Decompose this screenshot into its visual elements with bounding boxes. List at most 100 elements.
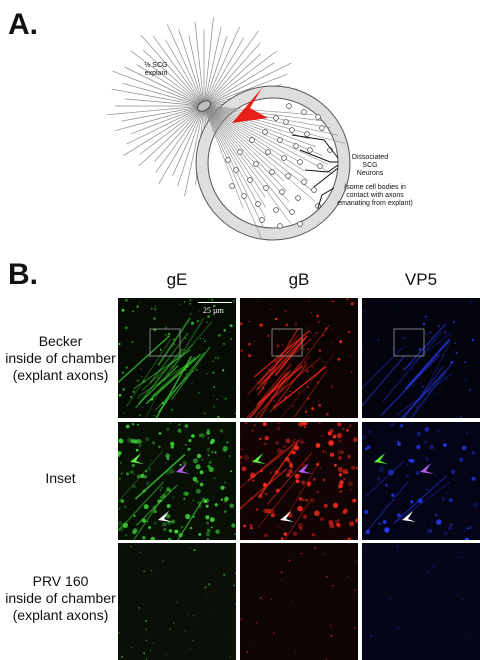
neuron-cell-body [289,127,295,133]
fluorescent-punctum [347,576,349,578]
fluorescent-punctum [132,390,136,393]
fluorescent-axon [248,349,308,392]
fluorescent-punctum [466,432,468,434]
fluorescent-punctum [250,527,253,530]
fluorescent-punctum [150,649,152,651]
fluorescent-punctum [347,330,351,334]
fluorescent-punctum [280,571,283,574]
fluorescent-punctum [324,553,326,555]
micrograph-becker-gb [240,298,358,418]
red-arrow-icon [232,88,268,123]
fluorescent-punctum [161,493,166,499]
fluorescent-punctum [315,331,318,335]
fluorescent-punctum [145,436,150,442]
fluorescent-punctum [304,361,307,365]
chamber-axon [203,105,323,122]
fluorescent-punctum [327,431,332,436]
axon-ray [166,24,205,107]
fluorescent-punctum [124,326,128,330]
fluorescent-punctum [268,376,270,379]
fluorescent-punctum [450,361,453,364]
fluorescent-punctum [471,338,475,342]
micrograph-becker-vp5 [362,298,480,418]
axon-ray [126,105,205,145]
fluorescent-punctum [145,628,147,631]
green-arrowhead-icon [130,453,144,464]
fluorescent-punctum [370,634,373,637]
fluorescent-punctum [165,462,167,464]
micrograph-inset-ge [118,422,236,540]
fluorescent-punctum [154,305,156,308]
fluorescent-punctum [468,388,472,391]
fluorescent-punctum [391,347,393,349]
chamber-axon [203,105,291,213]
fluorescent-punctum [211,298,214,301]
fluorescent-punctum [273,400,275,402]
fluorescent-punctum [263,442,267,446]
fluorescent-punctum [415,470,420,476]
fluorescent-punctum [338,483,343,489]
fluorescent-punctum [355,560,357,562]
neuron-cell-body [241,193,247,199]
fluorescent-punctum [250,472,256,478]
fluorescent-punctum [270,513,275,518]
fluorescent-axon [396,373,453,416]
neuron-cell-body [283,119,289,125]
fluorescent-punctum [339,480,344,485]
fluorescent-punctum [196,320,199,323]
neuron-cell-body [307,147,313,153]
fluorescent-punctum [289,390,291,393]
fluorescent-punctum [165,470,171,475]
neuron-cell-body [315,114,321,120]
fluorescent-punctum [437,324,441,328]
fluorescent-punctum [468,525,473,530]
fluorescent-punctum [269,368,271,371]
fluorescent-punctum [142,379,146,383]
fluorescent-punctum [408,459,412,462]
axon-ray [111,88,205,107]
fluorescent-punctum [118,526,124,532]
fluorescent-punctum [377,338,380,342]
fluorescent-punctum [222,369,225,372]
fluorescent-punctum [413,384,415,387]
purple-arrowhead-icon [420,463,434,474]
fluorescent-axon [403,366,444,418]
fluorescent-punctum [285,373,288,376]
fluorescent-axon [118,335,171,384]
fluorescent-punctum [178,533,183,538]
fluorescent-punctum [210,526,213,529]
fluorescent-punctum [424,426,430,432]
fluorescent-punctum [351,465,356,470]
inset-region-box [393,328,425,357]
fluorescent-punctum [131,341,134,343]
fluorescent-punctum [189,648,191,649]
fluorescent-punctum [183,350,185,351]
fluorescent-punctum [251,429,254,432]
fluorescent-punctum [136,305,139,308]
fluorescent-punctum [384,527,390,533]
fluorescent-punctum [327,530,329,532]
axon-ray [114,105,205,132]
fluorescent-punctum [181,526,183,528]
fluorescent-axon [269,363,307,413]
fluorescent-punctum [459,457,464,463]
fluorescent-punctum [259,331,261,333]
fluorescent-punctum [270,598,273,601]
fluorescent-punctum [412,368,414,371]
fluorescent-punctum [240,517,241,519]
fluorescent-punctum [206,372,208,375]
fluorescent-punctum [241,466,247,472]
fluorescent-punctum [283,532,287,536]
panel-a-diagram [106,17,351,241]
fluorescent-punctum [121,371,125,375]
fluorescent-punctum [276,488,280,493]
fluorescent-punctum [189,526,193,530]
fluorescent-punctum [266,621,268,623]
fluorescent-punctum [259,437,262,441]
white-arrowhead-icon [402,511,416,522]
fluorescent-punctum [284,396,287,399]
fluorescent-punctum [187,614,189,616]
fluorescent-punctum [276,344,280,348]
fluorescent-punctum [301,308,303,310]
axon-ray [121,105,205,122]
